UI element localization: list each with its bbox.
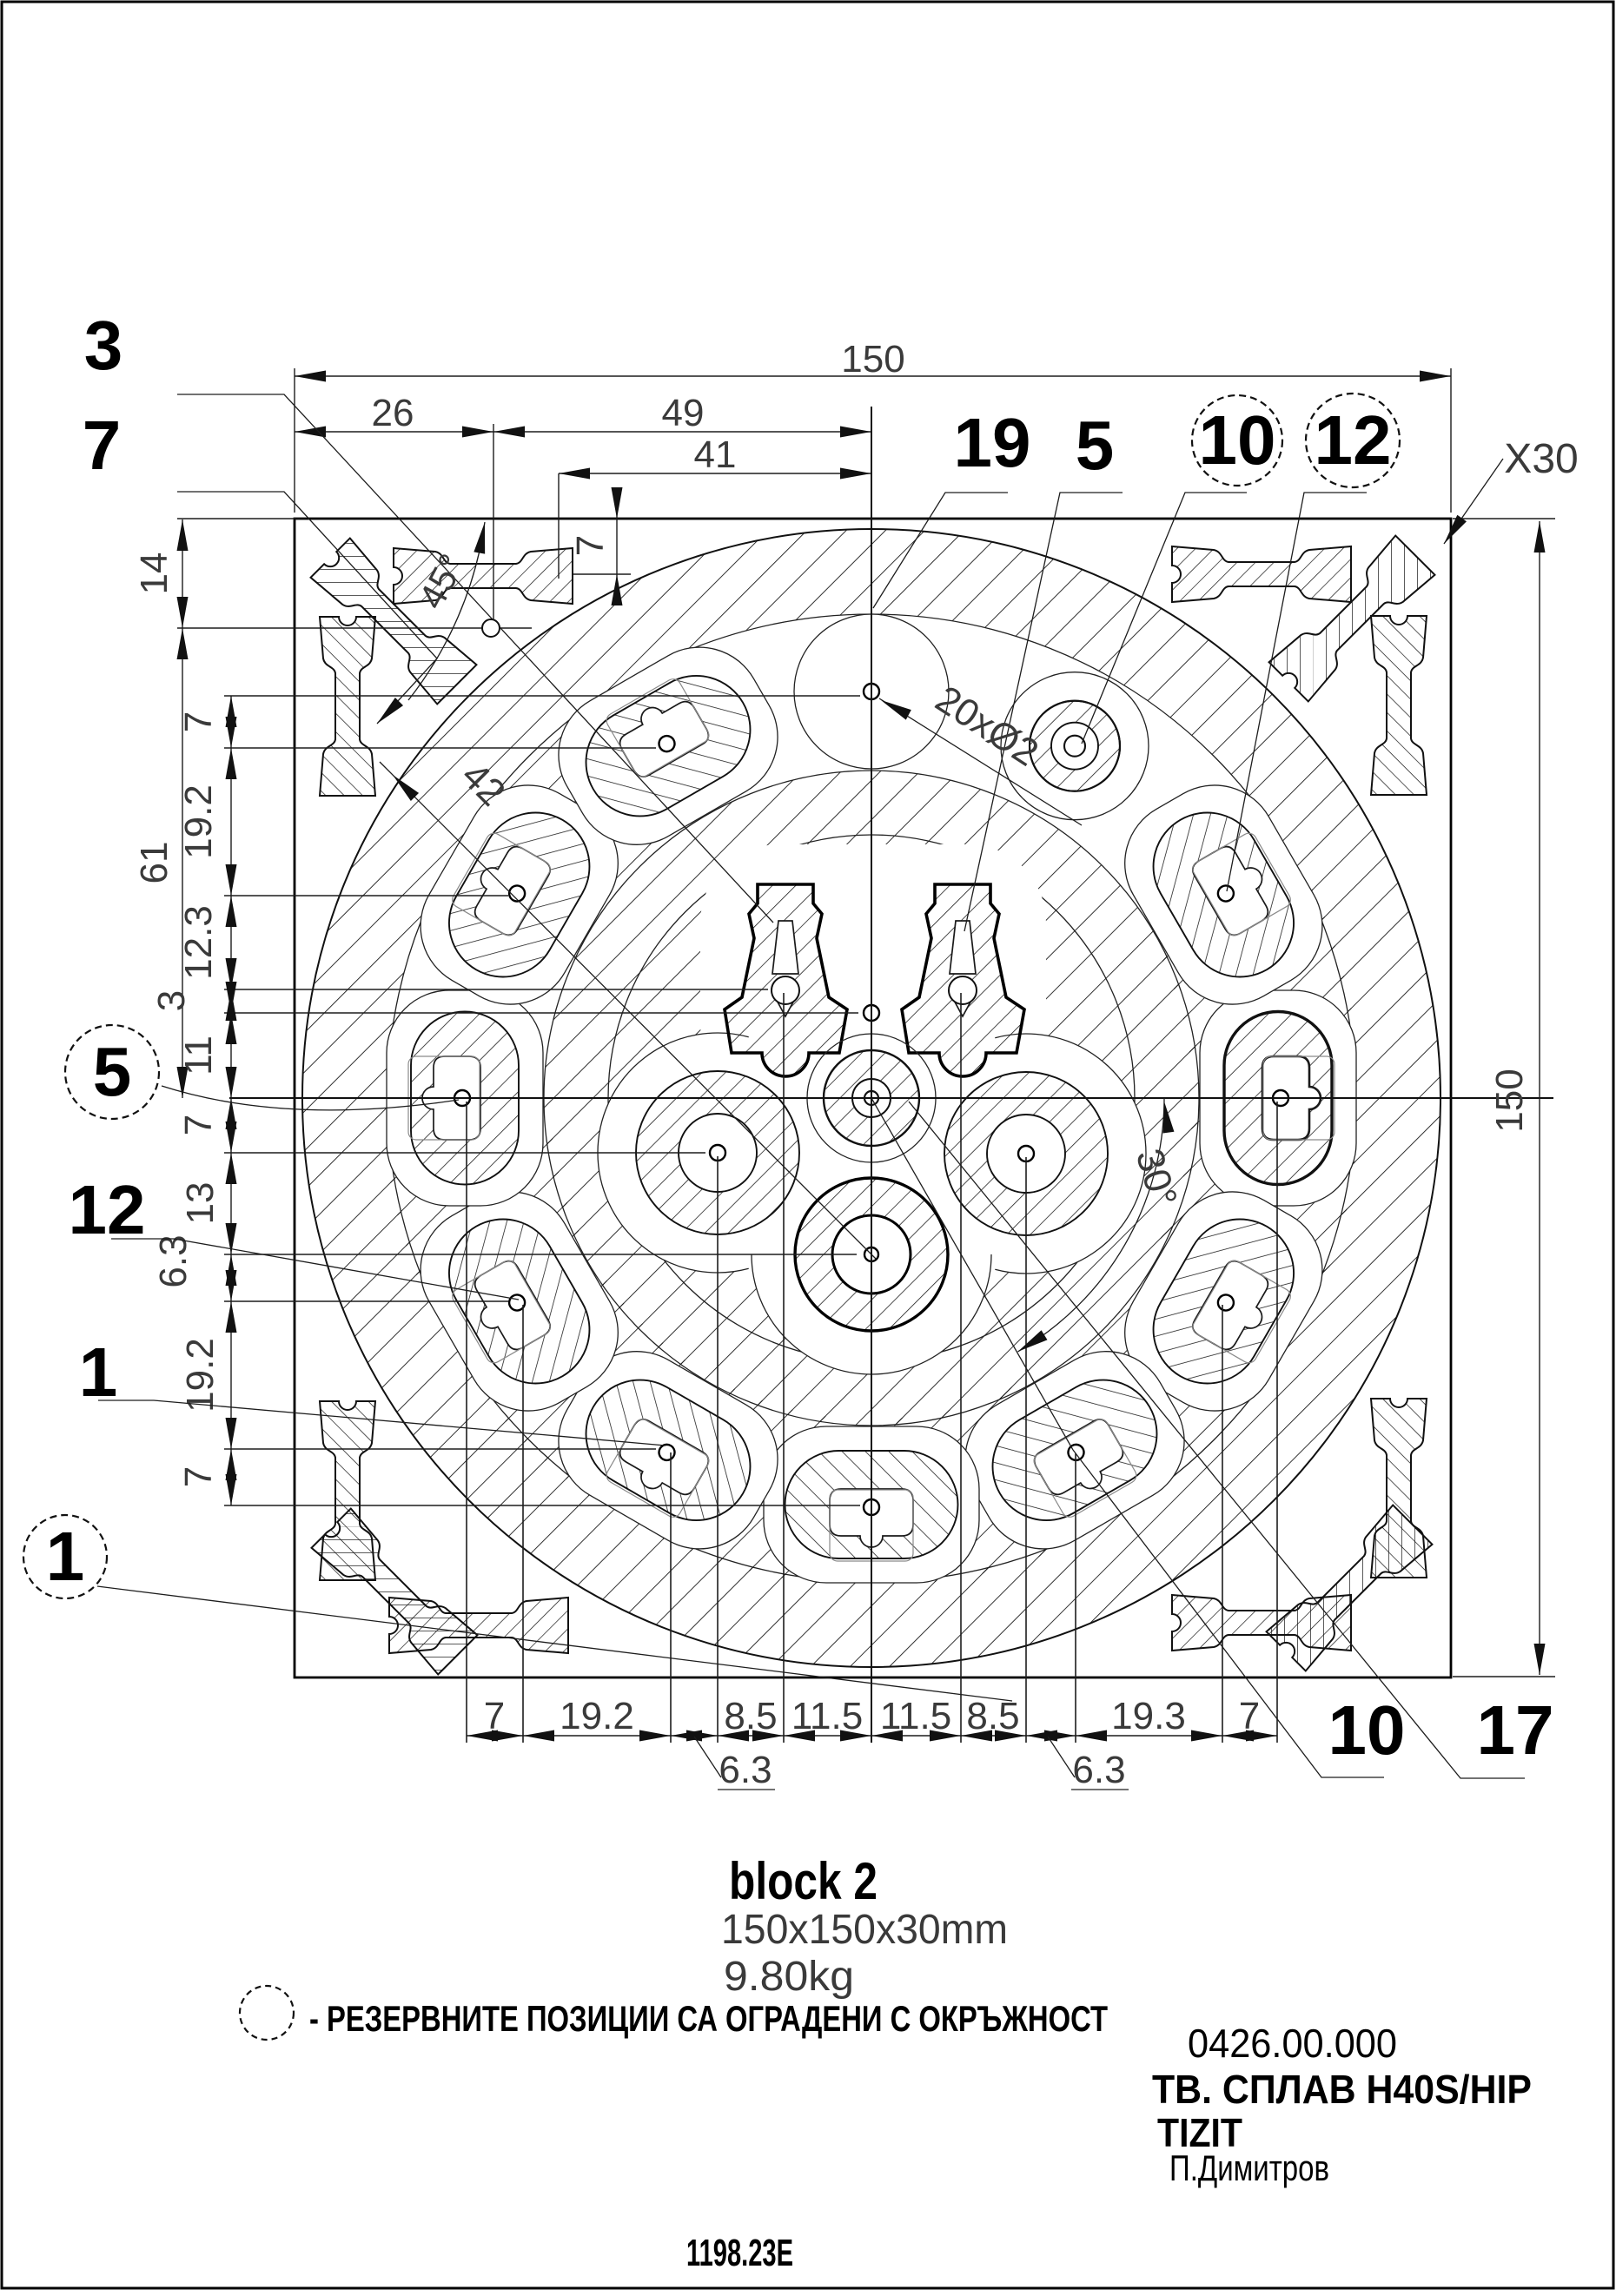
svg-text:7: 7	[177, 1115, 220, 1135]
svg-text:- РЕЗЕРВНИТЕ ПОЗИЦИИ СА ОГРАДЕ: - РЕЗЕРВНИТЕ ПОЗИЦИИ СА ОГРАДЕНИ С ОКРЪЖ…	[309, 1998, 1108, 2039]
svg-text:5: 5	[1076, 407, 1115, 484]
svg-text:12: 12	[69, 1171, 146, 1248]
svg-text:19: 19	[954, 404, 1031, 481]
svg-text:7: 7	[1239, 1695, 1260, 1737]
svg-text:ТВ. СПЛАВ H40S/HIP: ТВ. СПЛАВ H40S/HIP	[1152, 2067, 1532, 2112]
svg-text:6.3: 6.3	[152, 1234, 195, 1287]
svg-text:0426.00.000: 0426.00.000	[1188, 2021, 1397, 2066]
svg-text:10: 10	[1199, 401, 1276, 479]
svg-text:14: 14	[133, 552, 176, 595]
svg-text:12.3: 12.3	[177, 905, 220, 980]
svg-text:8.5: 8.5	[724, 1695, 777, 1737]
svg-text:17: 17	[1477, 1691, 1554, 1769]
svg-text:19.2: 19.2	[179, 1338, 222, 1413]
svg-text:7: 7	[177, 711, 220, 732]
svg-text:3: 3	[150, 990, 193, 1011]
svg-text:П.Димитров: П.Димитров	[1169, 2147, 1329, 2188]
svg-text:1: 1	[46, 1518, 85, 1595]
svg-text:7: 7	[569, 535, 612, 556]
svg-text:61: 61	[133, 842, 176, 884]
svg-text:13: 13	[179, 1182, 222, 1225]
svg-text:41: 41	[694, 433, 737, 476]
svg-text:8.5: 8.5	[966, 1695, 1019, 1737]
svg-text:1: 1	[79, 1333, 118, 1411]
svg-text:6.3: 6.3	[1072, 1749, 1125, 1791]
svg-text:12: 12	[1315, 401, 1392, 479]
svg-text:150: 150	[1488, 1069, 1531, 1132]
svg-text:3: 3	[84, 307, 123, 384]
svg-text:150x150x30mm: 150x150x30mm	[721, 1907, 1008, 1953]
svg-text:TIZIT: TIZIT	[1157, 2110, 1242, 2155]
svg-text:X30: X30	[1504, 436, 1578, 482]
svg-text:49: 49	[662, 392, 705, 434]
svg-text:7: 7	[484, 1695, 505, 1737]
svg-text:5: 5	[93, 1033, 132, 1110]
svg-text:7: 7	[83, 407, 122, 484]
svg-text:19.3: 19.3	[1111, 1695, 1186, 1737]
svg-text:150: 150	[841, 338, 904, 380]
svg-text:19.2: 19.2	[560, 1695, 634, 1737]
svg-text:6.3: 6.3	[719, 1749, 772, 1791]
svg-text:7: 7	[177, 1466, 220, 1487]
svg-text:11: 11	[177, 1036, 220, 1075]
svg-text:10: 10	[1328, 1691, 1406, 1769]
svg-text:26: 26	[372, 392, 414, 434]
svg-text:19.2: 19.2	[177, 784, 220, 859]
svg-text:9.80kg: 9.80kg	[724, 1954, 854, 2000]
svg-text:1198.23E: 1198.23E	[686, 2232, 793, 2274]
svg-text:block 2: block 2	[729, 1852, 878, 1910]
svg-text:11.5: 11.5	[791, 1695, 863, 1737]
svg-text:11.5: 11.5	[880, 1695, 951, 1737]
